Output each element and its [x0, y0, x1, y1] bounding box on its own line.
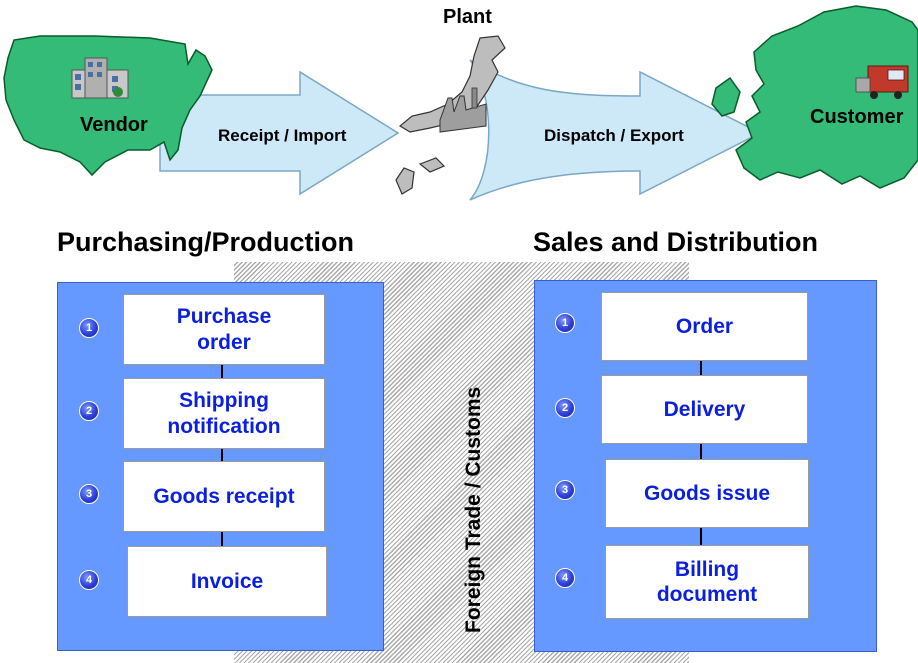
- left-step-number: 1: [79, 318, 99, 338]
- japan-island-kyushu: [395, 167, 415, 195]
- japan-map: [398, 35, 506, 133]
- goods-issue-box: Goods issue: [605, 459, 809, 528]
- invoice-label: Invoice: [190, 569, 264, 593]
- receipt-label: Receipt / Import: [218, 126, 347, 145]
- vendor-label: Vendor: [80, 114, 148, 136]
- process-flow-illustration: [3, 5, 918, 201]
- usa-map: [3, 35, 213, 177]
- order-box: Order: [601, 292, 808, 361]
- goods-receipt-box: Goods receipt: [123, 461, 325, 532]
- left-step-number: 3: [79, 484, 99, 504]
- japan-island-shikoku: [418, 157, 446, 173]
- right-step-number: 2: [555, 398, 575, 418]
- right-step-number: 1: [555, 313, 575, 333]
- billing-document-label: Billing document: [656, 557, 758, 606]
- left-step-number: 2: [79, 401, 99, 421]
- foreign-trade-customs-label: Foreign Trade / Customs: [462, 386, 485, 633]
- invoice-box: Invoice: [127, 546, 327, 617]
- dispatch-arrow: [469, 59, 762, 201]
- truck-icon: [855, 65, 909, 99]
- plant-label: Plant: [443, 6, 492, 28]
- purchase-order-box: Purchase order: [123, 294, 325, 365]
- goods-issue-label: Goods issue: [643, 481, 771, 505]
- shipping-notification-box: Shipping notification: [123, 378, 325, 449]
- sales-distribution-title: Sales and Distribution: [533, 227, 819, 257]
- receipt-arrow: [159, 70, 400, 196]
- vendor-building-icon: [71, 57, 129, 99]
- europe-map: [735, 5, 918, 189]
- delivery-label: Delivery: [663, 397, 746, 421]
- shipping-notification-label: Shipping notification: [167, 389, 281, 438]
- goods-receipt-label: Goods receipt: [153, 484, 295, 508]
- right-step-number: 4: [555, 568, 575, 588]
- right-connector: [700, 360, 702, 552]
- purchase-order-label: Purchase order: [176, 305, 272, 354]
- dispatch-label: Dispatch / Export: [544, 126, 684, 145]
- purchasing-production-title: Purchasing/Production: [57, 227, 355, 257]
- left-step-number: 4: [79, 570, 99, 590]
- left-connector: [221, 364, 223, 552]
- billing-document-box: Billing document: [605, 545, 809, 619]
- factory-icon: [439, 87, 487, 133]
- customer-label: Customer: [810, 106, 904, 128]
- order-label: Order: [675, 314, 734, 338]
- right-step-number: 3: [555, 480, 575, 500]
- uk-island: [711, 76, 741, 117]
- delivery-box: Delivery: [601, 375, 808, 444]
